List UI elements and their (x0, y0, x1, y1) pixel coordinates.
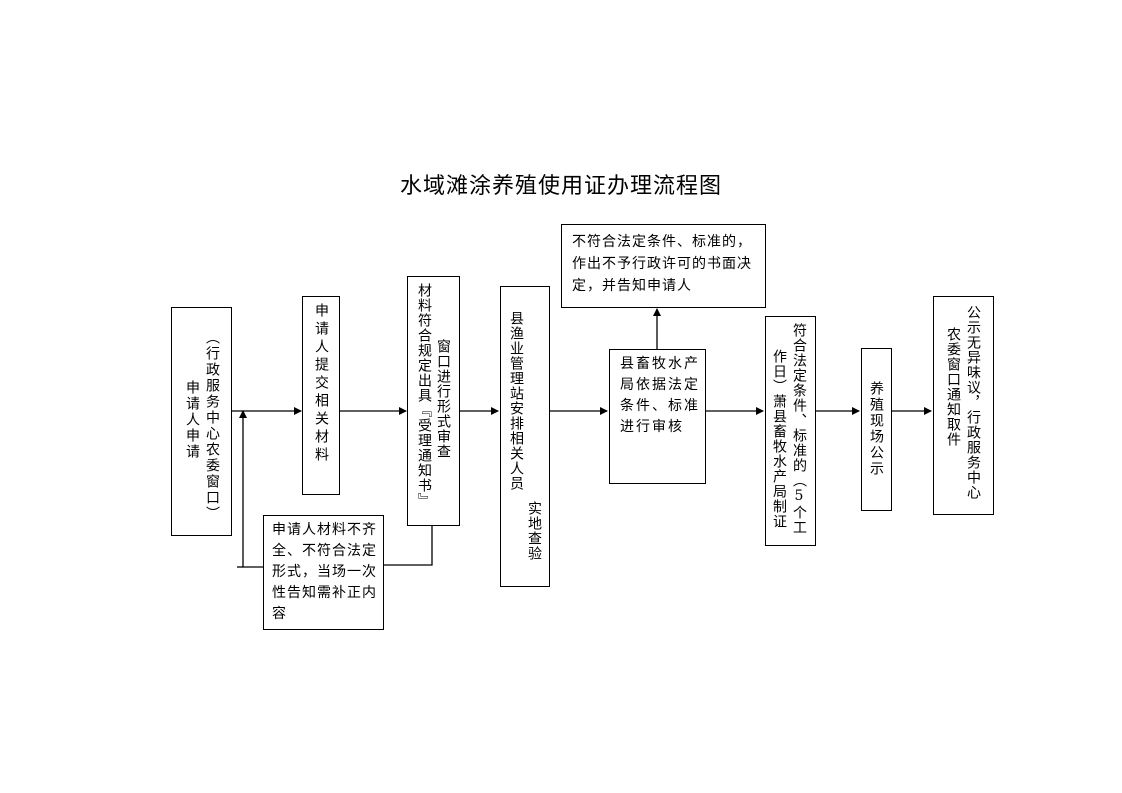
fishery-arrange-text: 县渔业管理站安排相关人员 (508, 311, 524, 491)
incomplete-box: 申请人材料不齐全、不符合法定形式，当场一次性告知需补正内容 (263, 515, 384, 630)
review-window-text: 窗口进行形式审查 (435, 339, 451, 459)
reject-text: 不符合法定条件、标准的，作出不予行政许可的书面决定，并告知申请人 (572, 234, 752, 294)
return-line-incomplete-to-applicant (239, 410, 263, 568)
reject-box: 不符合法定条件、标准的，作出不予行政许可的书面决定，并告知申请人 (561, 224, 766, 308)
notify-pickup-text: 农委窗口通知取件 (945, 327, 961, 447)
submit-box: 申请人提交相关材料 (302, 296, 340, 495)
review-notice-text: 材料符合规定出具『受理通知书』 (416, 283, 432, 508)
fishery-inspect-text: 实地查验 (526, 501, 542, 561)
incomplete-text: 申请人材料不齐全、不符合法定形式，当场一次性告知需补正内容 (272, 522, 377, 622)
qualified-condition-text: 符合法定条件、标准的（5个工 (791, 323, 807, 535)
notify-publicity-text: 公示无异味议，行政服务中心 (965, 305, 981, 500)
applicant-apply-text: 申请人申请 (184, 380, 200, 460)
bureau-box: 县畜牧水产局依据法定条件、标准进行审核 (609, 349, 706, 484)
page-title: 水域滩涂养殖使用证办理流程图 (399, 174, 722, 199)
publicize-text: 养殖现场公示 (868, 381, 884, 477)
review-box: 材料符合规定出具『受理通知书』 窗口进行形式审查 (407, 276, 460, 526)
bureau-text: 县畜牧水产局依据法定条件、标准进行审核 (620, 356, 700, 435)
return-line-review-to-incomplete (383, 525, 433, 566)
fishery-box: 县渔业管理站安排相关人员 实地查验 (500, 286, 550, 587)
applicant-window-text: （行政服务中心农委窗口） (204, 330, 220, 522)
qualified-box: 符合法定条件、标准的（5个工 作日）萧县畜牧水产局制证 (765, 316, 816, 546)
applicant-box: （行政服务中心农委窗口） 申请人申请 (171, 307, 232, 536)
submit-text: 申请人提交相关材料 (313, 303, 329, 465)
qualified-issue-text: 作日）萧县畜牧水产局制证 (771, 349, 787, 529)
notify-box: 公示无异味议，行政服务中心 农委窗口通知取件 (933, 296, 994, 515)
publicize-box: 养殖现场公示 (861, 348, 892, 511)
